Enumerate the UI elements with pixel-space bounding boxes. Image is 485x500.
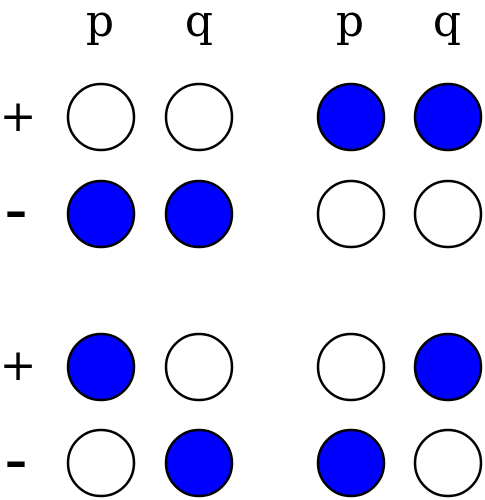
column-label-p-right: p	[336, 0, 364, 47]
circle-r0-c1	[164, 82, 234, 152]
circle-r3-c3	[413, 428, 483, 498]
circle-r2-c1	[164, 332, 234, 402]
circle-r1-c2	[316, 179, 386, 249]
column-label-p-left: p	[86, 0, 114, 47]
circle-r1-c3	[413, 179, 483, 249]
circle-r0-c3	[413, 82, 483, 152]
column-label-q-left: q	[185, 0, 213, 47]
circle-r1-c0	[66, 179, 136, 249]
circle-r3-c2	[316, 428, 386, 498]
circle-r2-c2	[316, 332, 386, 402]
circle-r3-c1	[164, 428, 234, 498]
circle-r2-c3	[413, 332, 483, 402]
row-label-plus-bottom: +	[0, 340, 36, 391]
circle-r0-c0	[66, 82, 136, 152]
row-label-minus-bottom: –	[5, 436, 27, 487]
circle-r3-c0	[66, 428, 136, 498]
column-label-q-right: q	[433, 0, 461, 47]
row-label-minus-top: –	[5, 186, 27, 237]
circle-r2-c0	[66, 332, 136, 402]
row-label-plus-top: +	[0, 91, 36, 142]
circle-r0-c2	[316, 82, 386, 152]
circle-r1-c1	[164, 179, 234, 249]
